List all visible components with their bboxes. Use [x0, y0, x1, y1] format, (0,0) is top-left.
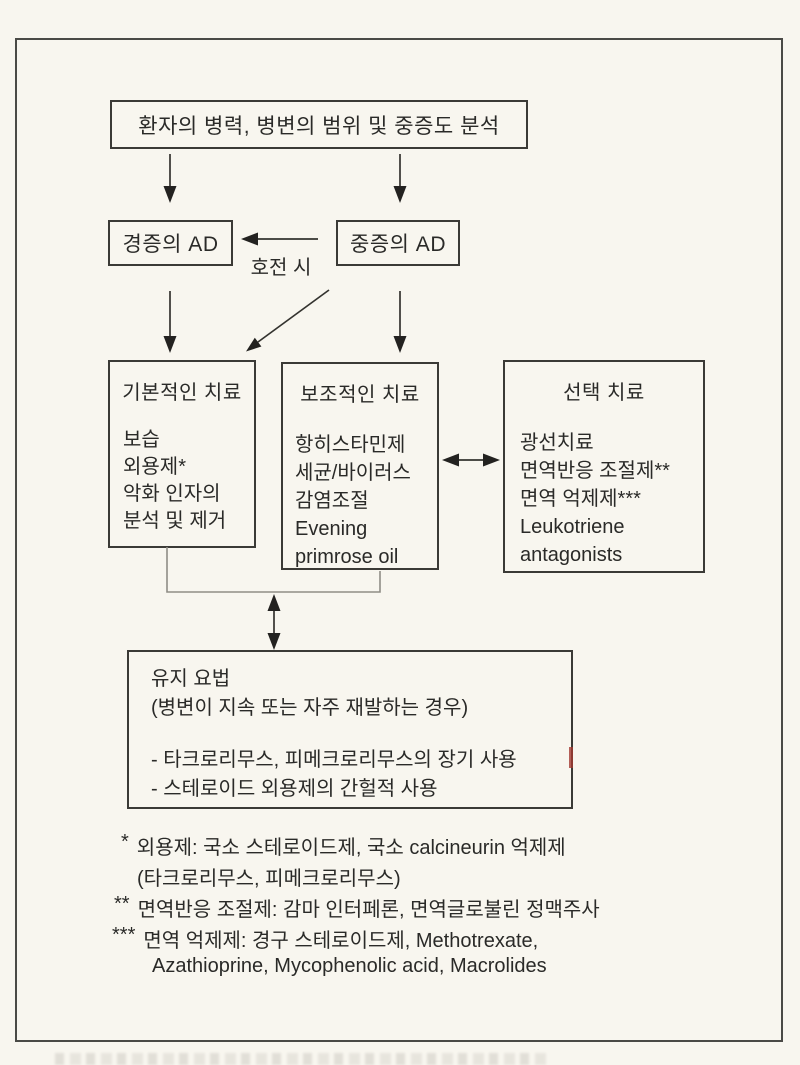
basic-treatment-box: 기본적인 치료 보습 외용제* 악화 인자의 분석 및 제거	[108, 360, 256, 548]
basic-treatment-lines: 보습 외용제* 악화 인자의 분석 및 제거	[110, 427, 254, 535]
severe-ad-box: 중증의 AD	[336, 220, 460, 266]
footnote-topical-agents-cont: (타크로리무스, 피메크로리무스)	[137, 862, 401, 891]
adjunctive-treatment-lines: 항히스타민제 세균/바이러스 감염조절 Evening primrose oil	[283, 431, 437, 571]
selective-treatment-box: 선택 치료 광선치료 면역반응 조절제** 면역 억제제*** Leukotri…	[503, 360, 705, 573]
adjunctive-treatment-box: 보조적인 치료 항히스타민제 세균/바이러스 감염조절 Evening prim…	[281, 362, 439, 570]
footnote-text: 면역 억제제: 경구 스테로이드제, Methotrexate,	[143, 930, 539, 952]
footnote-marker: ***	[112, 924, 136, 946]
footnote-marker: *	[121, 831, 129, 853]
treatment-line: 감염조절	[295, 490, 369, 512]
spacer	[151, 723, 571, 746]
severe-ad-box-label: 중증의 AD	[350, 233, 446, 256]
maintenance-item: - 스테로이드 외용제의 간헐적 사용	[151, 778, 438, 800]
treatment-line: 보습	[123, 429, 160, 451]
mild-ad-box: 경증의 AD	[108, 220, 233, 266]
treatment-line: 분석 및 제거	[123, 510, 227, 532]
treatment-line: 면역반응 조절제**	[520, 460, 670, 482]
treatment-line: Leukotriene	[520, 516, 625, 538]
treatment-line: 외용제*	[123, 456, 186, 478]
adjunctive-treatment-title: 보조적인 치료	[300, 384, 420, 406]
treatment-line: primrose oil	[295, 546, 399, 568]
footnote-text: 면역반응 조절제: 감마 인터페론, 면역글로불린 정맥주사	[137, 899, 600, 921]
treatment-line: Evening	[295, 518, 368, 540]
maintenance-item: - 타크로리무스, 피메크로리무스의 장기 사용	[151, 749, 517, 771]
treatment-line: 광선치료	[520, 432, 594, 454]
footnote-immunosuppressants-cont: Azathioprine, Mycophenolic acid, Macroli…	[152, 955, 547, 978]
analysis-box-label: 환자의 병력, 병변의 범위 및 중증도 분석	[138, 114, 500, 138]
footnote-immune-modulators: ** 면역반응 조절제: 감마 인터페론, 면역글로불린 정맥주사	[114, 893, 600, 922]
footnote-marker: **	[114, 893, 130, 915]
cropped-caption-remnant	[55, 1053, 547, 1065]
treatment-line: 면역 억제제***	[520, 488, 641, 510]
footnote-topical-agents: * 외용제: 국소 스테로이드제, 국소 calcineurin 억제제	[121, 831, 566, 860]
maintenance-condition: (병변이 지속 또는 자주 재발하는 경우)	[151, 697, 469, 719]
maintenance-title: 유지 요법	[151, 668, 231, 690]
selective-treatment-title: 선택 치료	[563, 382, 645, 404]
maintenance-box: 유지 요법 (병변이 지속 또는 자주 재발하는 경우) - 타크로리무스, 피…	[127, 650, 573, 809]
basic-treatment-title: 기본적인 치료	[122, 382, 242, 404]
figure-frame	[15, 38, 783, 1042]
mild-ad-box-label: 경증의 AD	[122, 233, 219, 256]
treatment-line: 항히스타민제	[295, 434, 406, 456]
treatment-line: 악화 인자의	[123, 483, 221, 505]
footnote-immunosuppressants: *** 면역 억제제: 경구 스테로이드제, Methotrexate,	[112, 924, 538, 953]
footnote-text: Azathioprine, Mycophenolic acid, Macroli…	[152, 955, 547, 977]
footnote-text: (타크로리무스, 피메크로리무스)	[137, 868, 401, 890]
treatment-line: antagonists	[520, 544, 623, 566]
footnote-text: 외용제: 국소 스테로이드제, 국소 calcineurin 억제제	[136, 837, 566, 859]
treatment-line: 세균/바이러스	[295, 462, 411, 484]
selective-treatment-lines: 광선치료 면역반응 조절제** 면역 억제제*** Leukotriene an…	[505, 429, 703, 569]
improvement-arrow-label: 호전 시	[250, 257, 312, 279]
analysis-box: 환자의 병력, 병변의 범위 및 중증도 분석	[110, 100, 528, 149]
